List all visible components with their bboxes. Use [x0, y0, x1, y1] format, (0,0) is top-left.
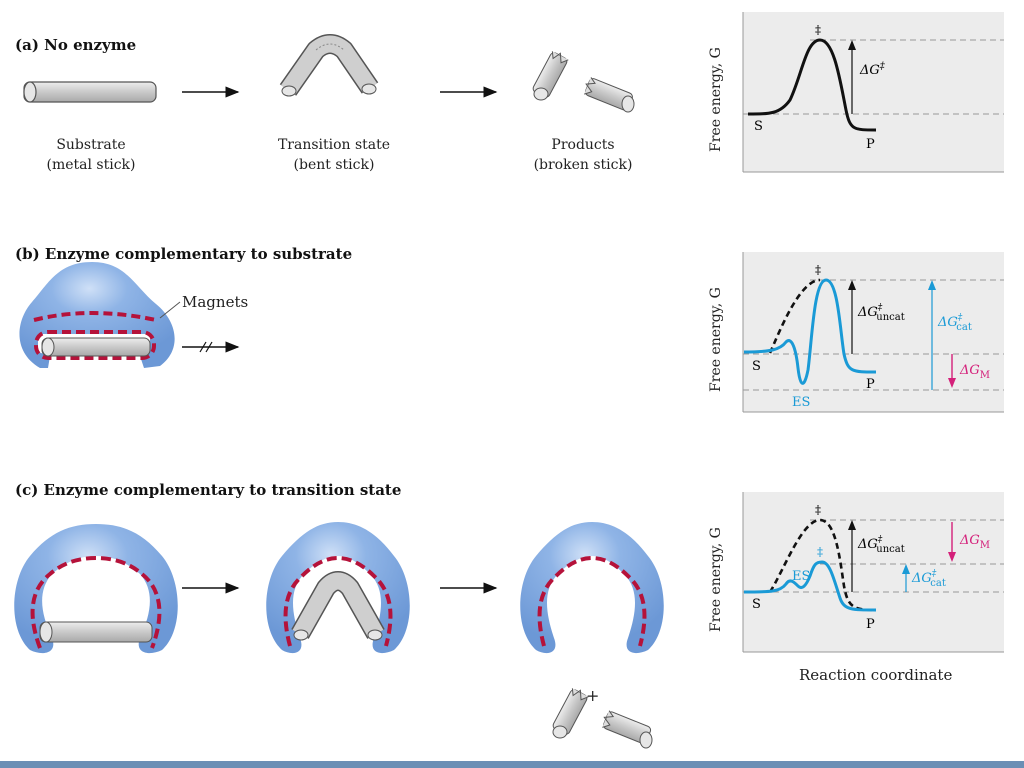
panel-a-title: (a) No enzyme — [15, 36, 137, 54]
panel-c-title: (c) Enzyme complementary to transition s… — [15, 481, 402, 499]
graph-b-dg-m: ΔGM — [959, 363, 990, 381]
graph-c-uncat-curve — [768, 518, 877, 612]
stick-illustrations — [14, 34, 664, 749]
enzyme-c-2 — [266, 522, 410, 654]
enzyme-c-3 — [520, 522, 664, 654]
graph-c-bg — [743, 492, 1004, 652]
graph-b-s-label: S — [752, 359, 761, 374]
graph-b-bg — [743, 252, 1004, 412]
graph-c-es-label: ES — [792, 569, 810, 584]
caption-products-line2: (broken stick) — [533, 157, 633, 173]
graph-b-uncat-curve — [768, 278, 821, 354]
substrate-stick — [23, 81, 157, 103]
magnets-label: Magnets — [182, 293, 249, 311]
caption-substrate: Substrate (metal stick) — [6, 135, 176, 175]
graph-c-dg-m: ΔGM — [959, 533, 990, 551]
graph-b-ylabel: Free energy, G — [708, 287, 724, 392]
graph-b-dg-cat: ΔG‡cat — [937, 313, 972, 333]
graph-b-cat-curve — [743, 278, 877, 385]
plus-sign: + — [586, 686, 600, 705]
graph-c-cat-curve — [743, 560, 877, 612]
caption-transition-state: Transition state (bent stick) — [249, 135, 419, 175]
graph-b-dagger: ‡ — [815, 263, 821, 277]
bottom-bar — [0, 761, 1024, 768]
energy-graph-a: S P ‡ ΔG‡ — [742, 12, 1004, 173]
graph-c-p-label: P — [866, 617, 875, 632]
enzyme-substrate-complementary — [19, 262, 181, 368]
bent-stick — [279, 34, 379, 97]
graph-b-es-label: ES — [792, 395, 810, 410]
graph-c-dg-cat: ΔG‡cat — [911, 569, 946, 589]
energy-graph-c: S P ES ‡ ‡ ΔG‡uncat ΔG‡cat ΔGM — [742, 492, 1004, 653]
caption-substrate-line1: Substrate — [56, 137, 126, 153]
graph-c-ylabel: Free energy, G — [708, 527, 724, 632]
graph-a-dagger: ‡ — [815, 23, 821, 37]
graph-a-bg — [743, 12, 1004, 172]
graph-xlabel: Reaction coordinate — [799, 666, 953, 684]
caption-substrate-line2: (metal stick) — [46, 157, 136, 173]
caption-products: Products (broken stick) — [498, 135, 668, 175]
graph-a-dg-label: ΔG‡ — [859, 61, 886, 78]
graph-a-curve — [747, 38, 877, 132]
caption-transition-line2: (bent stick) — [293, 157, 375, 173]
graph-a-ylabel: Free energy, G — [708, 47, 724, 152]
broken-stick — [532, 51, 635, 113]
graph-c-dagger-cat: ‡ — [817, 545, 823, 559]
graph-a-p-label: P — [866, 137, 875, 152]
caption-products-line1: Products — [551, 137, 615, 153]
enzyme-c-1 — [14, 524, 178, 654]
graph-c-s-label: S — [752, 597, 761, 612]
graph-b-dg-uncat: ΔG‡uncat — [857, 303, 905, 323]
graph-b-p-label: P — [866, 377, 875, 392]
caption-transition-line1: Transition state — [277, 137, 391, 153]
graph-a-s-label: S — [754, 119, 763, 134]
graph-c-dg-uncat: ΔG‡uncat — [857, 535, 905, 555]
graph-c-dagger: ‡ — [815, 503, 821, 517]
broken-stick-products-c — [552, 688, 653, 749]
panel-b-title: (b) Enzyme complementary to substrate — [15, 245, 353, 263]
blocked-arrow-b — [182, 341, 240, 353]
energy-graph-b: S P ES ‡ ΔG‡uncat ΔG‡cat ΔGM — [742, 252, 1004, 413]
